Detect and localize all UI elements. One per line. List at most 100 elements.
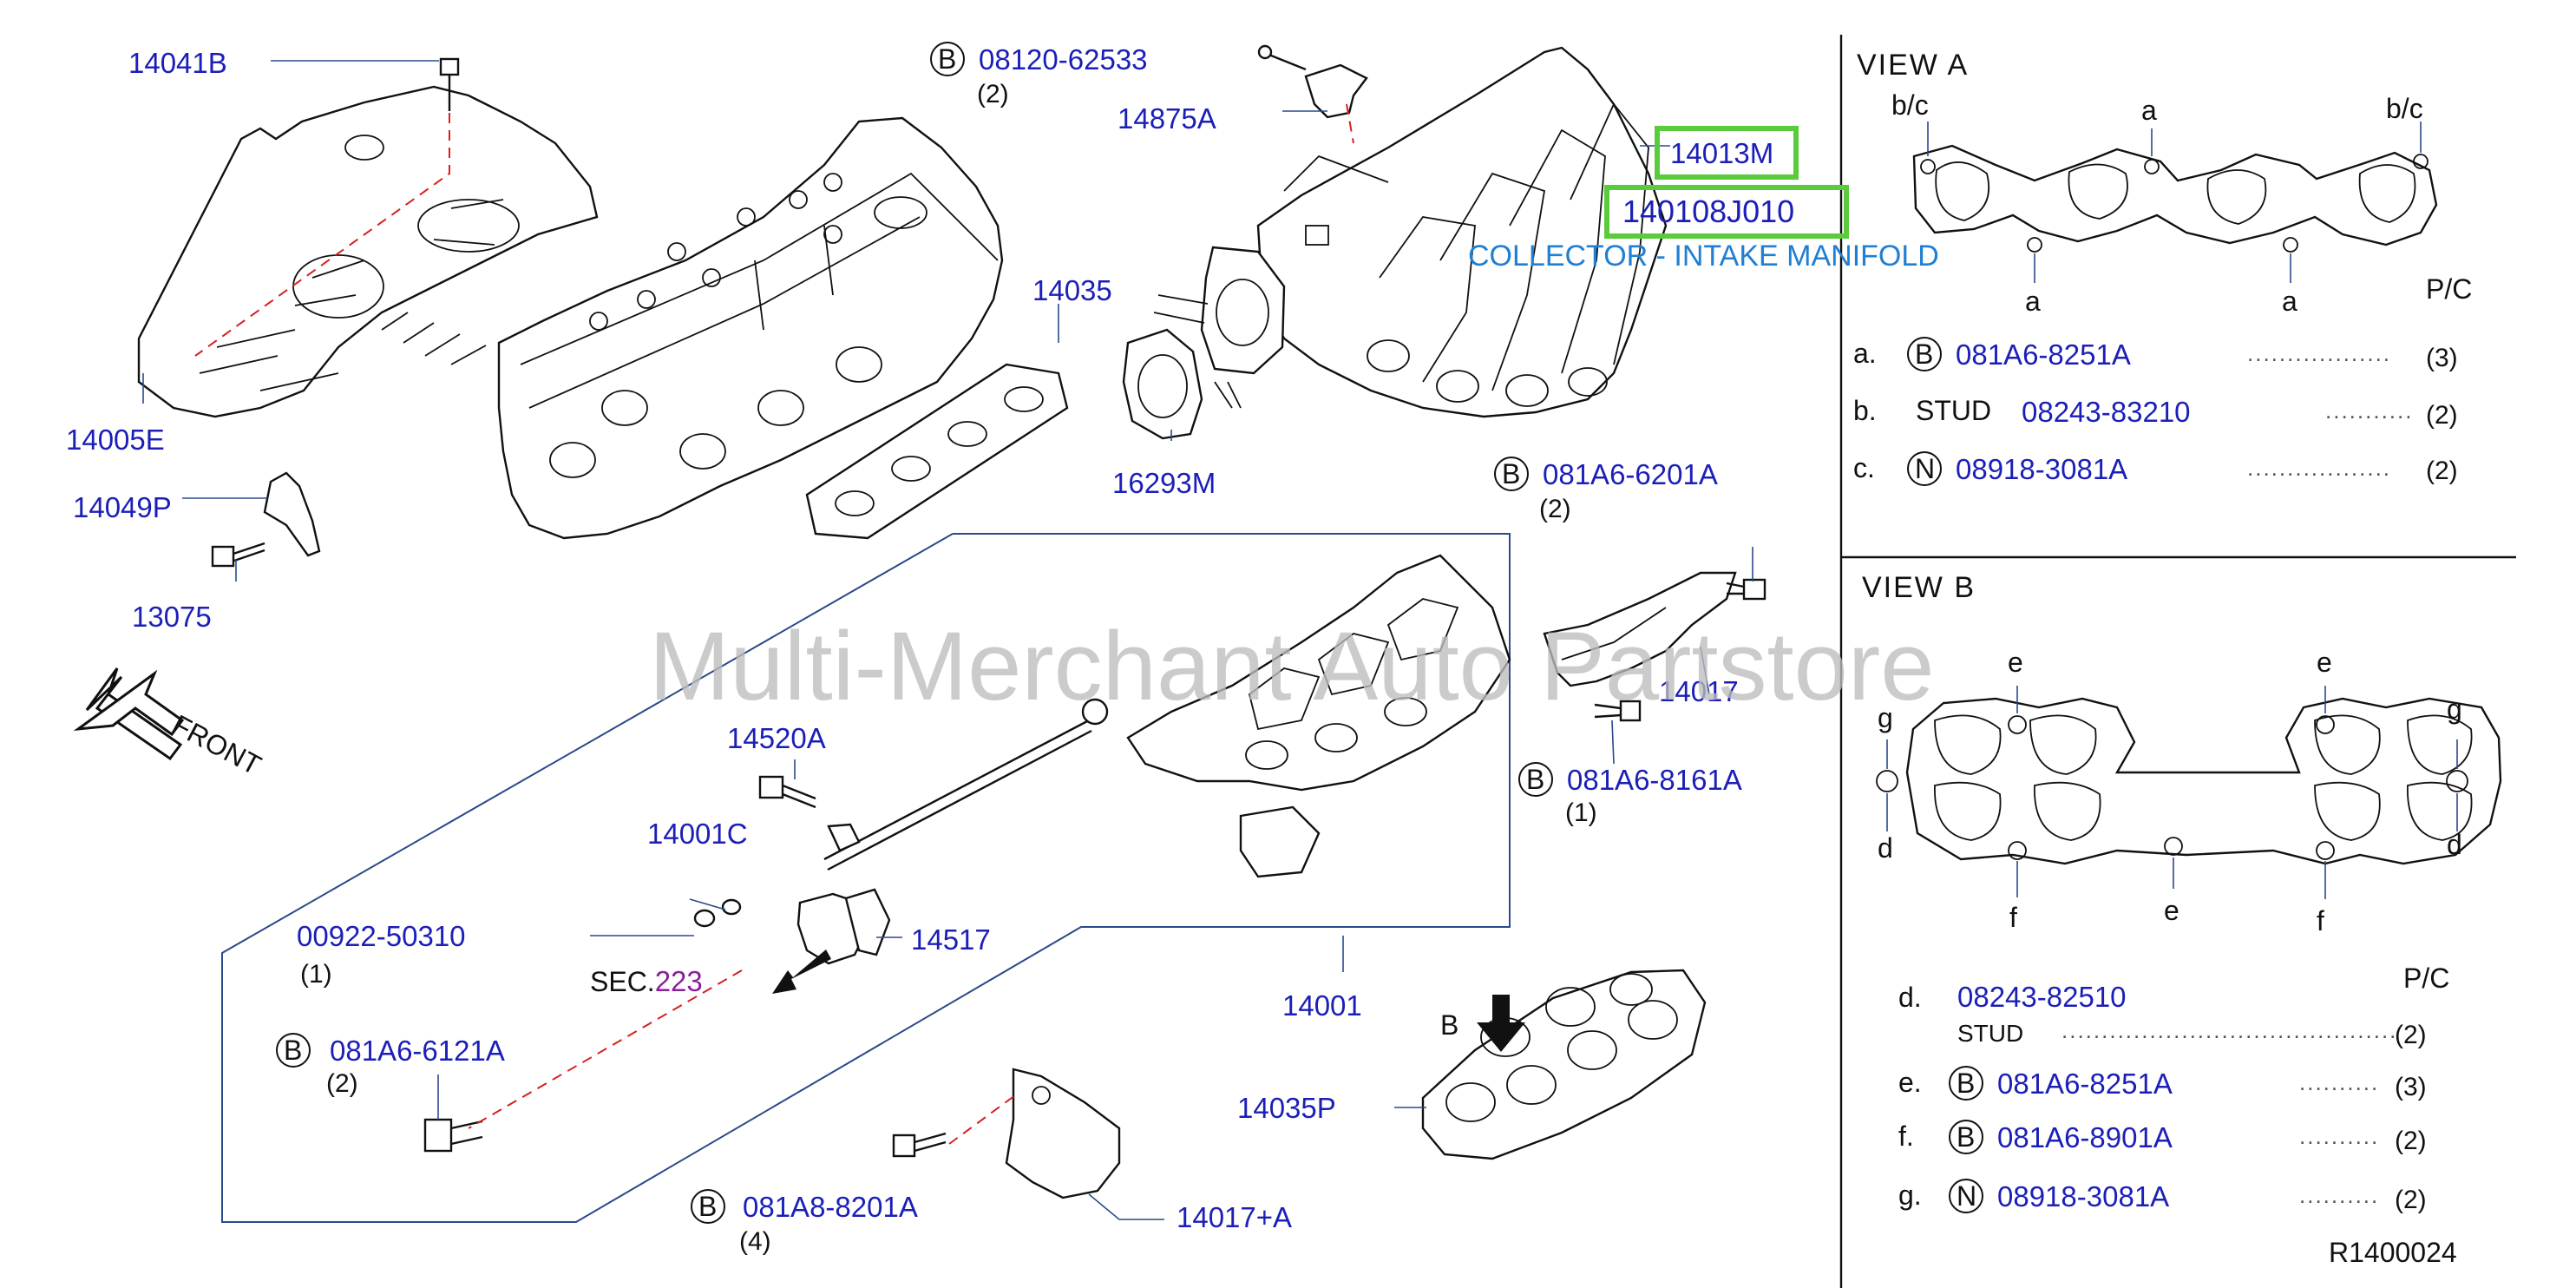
view-a-label-bc-left: b/c — [1891, 89, 1929, 121]
view-a-row-c-circle-text: N — [1915, 453, 1935, 484]
label-13075: 13075 — [132, 601, 212, 633]
label-14001: 14001 — [1282, 989, 1362, 1022]
bolt-081A6-6121A[interactable] — [423, 1118, 483, 1153]
view-b-row-f-part[interactable]: 081A6-8901A — [1997, 1121, 2173, 1153]
view-b-row-e-part[interactable]: 081A6-8251A — [1997, 1068, 2173, 1100]
view-a-row-a-part[interactable]: 081A6-8251A — [1956, 338, 2131, 371]
bolt-081A6-8161A[interactable] — [1594, 700, 1642, 722]
sec-prefix: SEC. — [590, 966, 655, 997]
view-b-row-e-circle-text: B — [1957, 1068, 1975, 1099]
qty-00922-50310: (1) — [300, 960, 332, 989]
qty-081A8-8201A: (4) — [739, 1227, 771, 1256]
label-view-b-marker: B — [1440, 1009, 1458, 1041]
label-front: FRONT — [167, 708, 266, 781]
label-16293M: 16293M — [1112, 467, 1216, 499]
view-b-row-e-key: e. — [1898, 1067, 1922, 1098]
view-b-row-f: f. B 081A6-8901A .......... (2) — [1898, 1120, 2427, 1155]
bolt-13075[interactable] — [211, 542, 265, 568]
view-b-row-f-circle-text: B — [1957, 1121, 1975, 1153]
label-collector-intake-manifold[interactable]: COLLECTOR - INTAKE MANIFOLD — [1468, 240, 1939, 273]
plate-14520A[interactable] — [827, 823, 861, 852]
circle-b-081A6-6201A — [1494, 457, 1529, 491]
view-b-row-d-key: d. — [1898, 982, 1922, 1013]
label-14875A: 14875A — [1118, 102, 1216, 135]
gasket-14035P[interactable] — [1421, 969, 1707, 1160]
label-14035: 14035 — [1032, 274, 1112, 306]
qty-08120-62533: (2) — [977, 80, 1009, 108]
intake-manifold-lower[interactable] — [1126, 554, 1511, 878]
control-rod[interactable] — [823, 698, 1109, 871]
view-a-row-a-circle — [1907, 337, 1942, 371]
view-a-row-b-part[interactable]: 08243-83210 — [2022, 396, 2191, 428]
watermark: Multi-Merchant Auto Partstore — [649, 612, 1934, 720]
view-b-row-d: d. 08243-82510 STUD ....................… — [1898, 981, 2427, 1049]
view-b-label-e-right: e — [2317, 647, 2332, 678]
label-14049P: 14049P — [73, 491, 172, 523]
washer-14001C[interactable] — [721, 898, 742, 916]
label-14001C: 14001C — [647, 818, 748, 850]
circle-b-081A6-6201A-text: B — [1502, 458, 1520, 490]
view-b-row-f-key: f. — [1898, 1120, 1914, 1152]
label-14041B: 14041B — [128, 47, 227, 79]
view-b-row-f-circle — [1949, 1120, 1983, 1154]
circle-b-08120 — [930, 42, 965, 76]
bracket-14017A[interactable] — [1005, 1068, 1121, 1199]
view-b-label-f-right: f — [2317, 905, 2324, 936]
assembly-frame — [221, 533, 1511, 1223]
label-14017A: 14017+A — [1177, 1201, 1292, 1233]
label-sec-223[interactable]: SEC.223 — [590, 965, 703, 997]
view-b-row-d-qty: (2) — [2395, 1021, 2427, 1049]
view-a-row-c-key: c. — [1853, 452, 1875, 483]
view-b-row-d-part[interactable]: 08243-82510 — [1957, 981, 2127, 1013]
view-a-row-a-dots: .................. — [2247, 340, 2391, 366]
bracket-14049P[interactable] — [263, 471, 321, 557]
bracket-14017[interactable] — [1543, 571, 1737, 687]
view-a-label-a-top: a — [2141, 95, 2157, 126]
bolt-14041B[interactable] — [439, 57, 460, 111]
qty-081A6-6201A: (2) — [1539, 495, 1571, 523]
view-b-row-e-dots: .......... — [2299, 1069, 2379, 1095]
bolt-14520A[interactable] — [758, 775, 816, 809]
sensor-14875A[interactable] — [1257, 44, 1368, 119]
collector-intake-manifold[interactable] — [1153, 46, 1668, 418]
view-a-row-c-dots: .................. — [2247, 455, 2391, 481]
view-a-row-a-qty: (3) — [2426, 344, 2458, 372]
circle-b-081A6-8161A — [1518, 762, 1553, 797]
circle-b-08120-text: B — [938, 43, 956, 75]
clip-00922-50310[interactable] — [693, 909, 716, 928]
view-a-row-b: b. STUD 08243-83210 ........... (2) — [1853, 395, 2458, 430]
view-b-row-g-dots: .......... — [2299, 1182, 2379, 1208]
front-arrow-icon — [73, 667, 185, 761]
label-14013M[interactable]: 14013M — [1670, 137, 1773, 169]
engine-cover[interactable] — [137, 85, 599, 418]
view-b-pc: P/C — [2403, 963, 2449, 994]
label-00922-50310: 00922-50310 — [297, 920, 466, 952]
bolt-081A6-6201A[interactable] — [1726, 578, 1766, 601]
gasket-16293M[interactable] — [1122, 328, 1203, 440]
view-b-row-e-circle — [1949, 1066, 1983, 1101]
view-a-row-a-key: a. — [1853, 338, 1877, 369]
label-08120-62533: 08120-62533 — [979, 43, 1148, 76]
label-14017: 14017 — [1659, 675, 1739, 707]
highlight-140108J010 — [1604, 185, 1849, 239]
actuator-14517[interactable] — [796, 888, 891, 965]
bolt-081A8-8201A[interactable] — [892, 1132, 947, 1158]
gasket-14035[interactable] — [805, 363, 1069, 540]
view-a-row-a-circle-text: B — [1915, 338, 1933, 370]
view-b-title: VIEW B — [1862, 571, 1976, 604]
circle-b-081A6-8161A-text: B — [1526, 764, 1544, 795]
sec-number[interactable]: 223 — [655, 965, 703, 997]
view-a-row-b-key: b. — [1853, 395, 1877, 426]
reference-code: R1400024 — [2329, 1237, 2457, 1268]
view-a-row-c-qty: (2) — [2426, 457, 2458, 485]
view-b-label-d-right: d — [2447, 829, 2462, 860]
label-140108J010[interactable]: 140108J010 — [1622, 194, 1794, 229]
view-b-row-g-part[interactable]: 08918-3081A — [1997, 1180, 2169, 1212]
view-a-row-c-part[interactable]: 08918-3081A — [1956, 453, 2127, 485]
qty-081A6-6121A: (2) — [326, 1069, 358, 1098]
circle-b-081A8-8201A — [691, 1189, 725, 1224]
view-a-title: VIEW A — [1857, 49, 1969, 82]
view-b-row-g-circle — [1949, 1179, 1983, 1213]
cylinder-head[interactable] — [497, 116, 1004, 540]
view-a-row-c: c. N 08918-3081A .................. (2) — [1853, 451, 2458, 486]
